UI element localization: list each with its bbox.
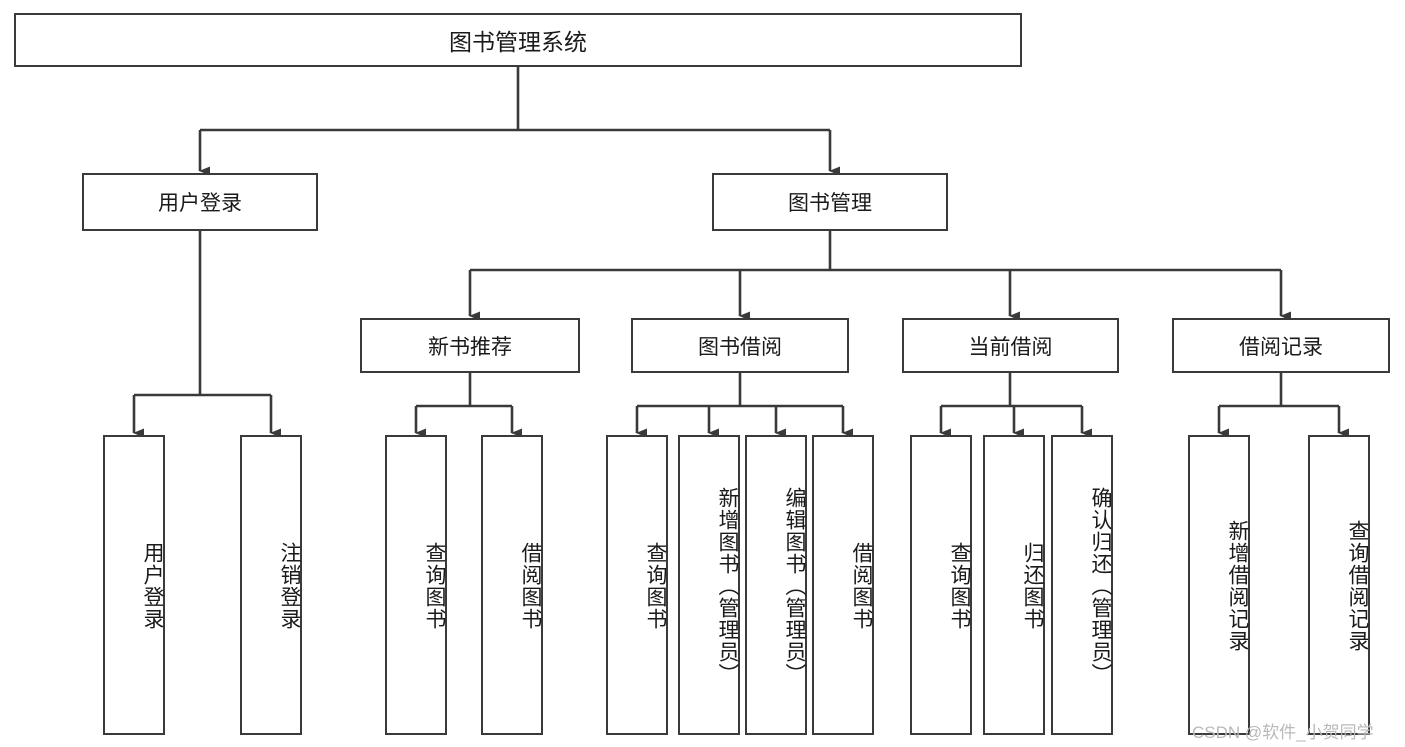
node-leaf-1[interactable]: 注销登录 — [240, 435, 302, 735]
node-label: 新增借阅记录 — [1226, 520, 1249, 652]
node-level1-1[interactable]: 图书管理 — [712, 173, 948, 231]
node-label: 查询图书 — [644, 542, 667, 630]
node-level2-2[interactable]: 当前借阅 — [902, 318, 1119, 373]
node-label: 编辑图书（管理员） — [783, 487, 806, 685]
node-root-图书管理系统[interactable]: 图书管理系统 — [14, 13, 1022, 67]
node-leaf-7[interactable]: 借阅图书 — [812, 435, 874, 735]
node-label: 用户登录 — [158, 192, 242, 215]
watermark-text: CSDN @软件_小贺同学 — [1192, 723, 1374, 742]
node-label: 借阅图书 — [850, 542, 873, 630]
node-leaf-0[interactable]: 用户登录 — [103, 435, 165, 735]
node-label: 查询图书 — [948, 542, 971, 630]
node-level2-3[interactable]: 借阅记录 — [1172, 318, 1390, 373]
node-leaf-4[interactable]: 查询图书 — [606, 435, 668, 735]
node-label: 注销登录 — [278, 542, 301, 630]
node-label: 新增图书（管理员） — [716, 487, 739, 685]
node-leaf-6[interactable]: 编辑图书（管理员） — [745, 435, 807, 735]
node-label: 查询借阅记录 — [1346, 520, 1369, 652]
node-leaf-9[interactable]: 归还图书 — [983, 435, 1045, 735]
node-leaf-8[interactable]: 查询图书 — [910, 435, 972, 735]
node-label: 借阅图书 — [519, 542, 542, 630]
node-label: 查询图书 — [423, 542, 446, 630]
node-leaf-3[interactable]: 借阅图书 — [481, 435, 543, 735]
node-level1-0[interactable]: 用户登录 — [82, 173, 318, 231]
node-label: 图书管理 — [788, 192, 872, 215]
node-label: 图书借阅 — [698, 335, 782, 359]
node-label: 归还图书 — [1021, 542, 1044, 630]
node-leaf-10[interactable]: 确认归还（管理员） — [1051, 435, 1113, 735]
node-label: 借阅记录 — [1239, 335, 1323, 359]
node-leaf-5[interactable]: 新增图书（管理员） — [678, 435, 740, 735]
node-level2-0[interactable]: 新书推荐 — [360, 318, 580, 373]
node-label: 用户登录 — [141, 542, 164, 630]
node-label: 当前借阅 — [968, 335, 1053, 359]
node-leaf-12[interactable]: 查询借阅记录 — [1308, 435, 1370, 735]
node-label: 确认归还（管理员） — [1089, 487, 1112, 685]
node-label: 新书推荐 — [428, 335, 512, 359]
connector-lines — [132, 67, 1349, 438]
node-leaf-2[interactable]: 查询图书 — [385, 435, 447, 735]
node-leaf-11[interactable]: 新增借阅记录 — [1188, 435, 1250, 735]
node-label: 图书管理系统 — [449, 29, 587, 55]
node-level2-1[interactable]: 图书借阅 — [631, 318, 849, 373]
